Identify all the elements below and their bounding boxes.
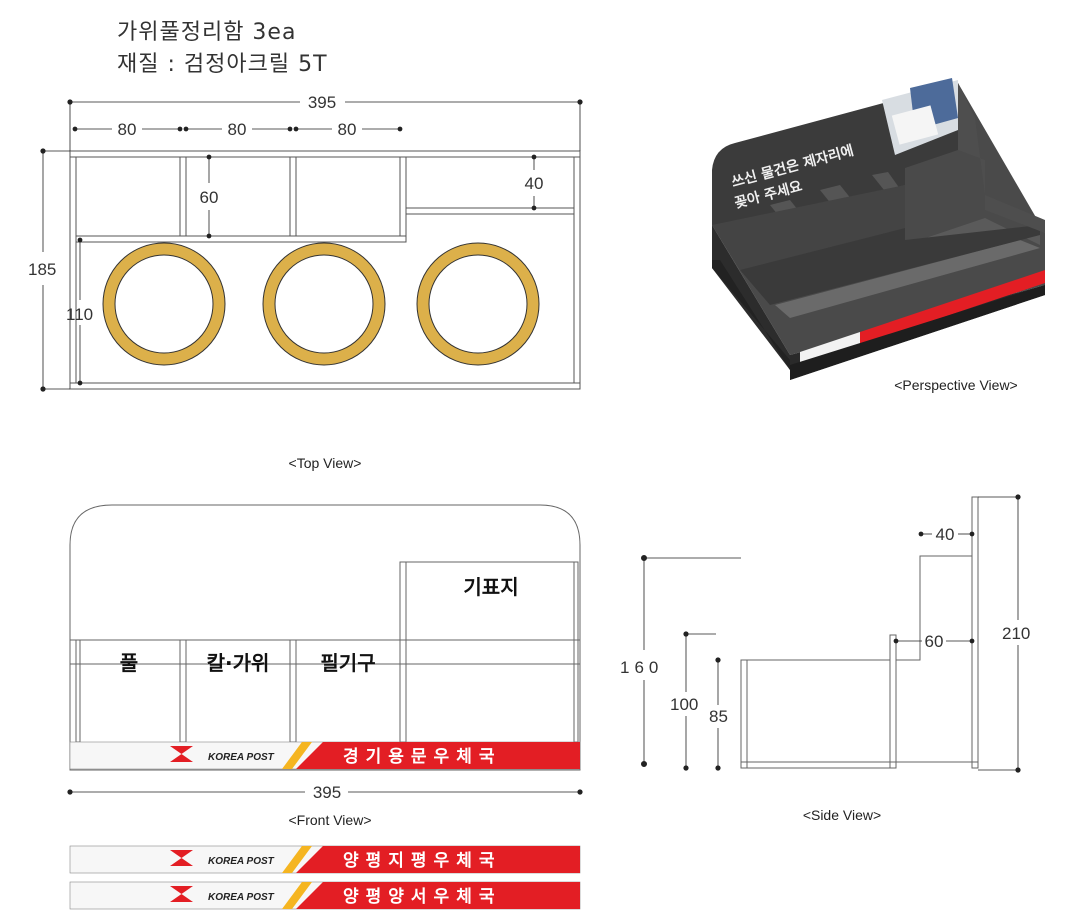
front-band-text: 경기용문우체국 (343, 747, 501, 767)
front-band: KOREA POST 경기용문우체국 (69, 741, 581, 770)
side-view-dimensions (641, 494, 1021, 773)
band-text-1: 양평지평우체국 (343, 851, 501, 871)
dim-top-compartment: 60 (200, 188, 219, 207)
front-view-outline (69, 504, 581, 771)
perspective-view: 쓰신 물건은 제자리에 꽂아 주세요 (712, 78, 1045, 380)
label-ballot: 기표지 (463, 575, 518, 599)
dim-side-100: 100 (670, 695, 698, 714)
dim-side-top: 40 (936, 525, 955, 544)
dim-side-mid: 60 (925, 632, 944, 651)
dim-top-circle: 110 (66, 305, 93, 324)
dim-front-width: 395 (313, 783, 341, 802)
dim-top-total: 395 (308, 93, 336, 112)
top-view-dimensions (40, 99, 583, 392)
dim-side-160: 160 (620, 658, 663, 677)
product-title: 가위풀정리함 3ea (117, 20, 297, 45)
dim-top-w1: 80 (118, 120, 137, 139)
dim-top-w2: 80 (228, 120, 247, 139)
logo-text: KOREA POST (208, 856, 275, 867)
front-view-dimension (67, 789, 583, 795)
dim-top-w3: 80 (338, 120, 357, 139)
korea-post-logo-icon (170, 850, 193, 866)
perspective-caption: <Perspective View> (894, 377, 1017, 393)
dim-top-depth: 185 (28, 260, 56, 279)
front-view (69, 504, 581, 771)
label-scissors: 칼·가위 (207, 651, 270, 675)
label-glue: 풀 (120, 651, 138, 675)
logo-text: KOREA POST (208, 752, 275, 763)
extra-band-2: KOREA POST 양평양서우체국 (69, 881, 581, 910)
dim-side-total-height: 210 (1002, 624, 1030, 643)
korea-post-logo-icon (170, 746, 193, 762)
front-band-red (296, 742, 580, 769)
logo-text: KOREA POST (208, 892, 275, 903)
band-text-2: 양평양서우체국 (343, 887, 501, 907)
front-view-caption: <Front View> (288, 812, 371, 828)
dim-side-85: 85 (709, 707, 728, 726)
side-view-caption: <Side View> (803, 807, 881, 823)
extra-band-1: KOREA POST 양평지평우체국 (69, 845, 581, 874)
material-spec: 재질 : 검정아크릴 5T (117, 52, 328, 77)
side-view (740, 496, 979, 769)
top-view (69, 150, 581, 390)
korea-post-logo-icon (170, 886, 193, 902)
top-view-caption: <Top View> (289, 455, 362, 471)
label-pens: 필기구 (320, 651, 375, 675)
dim-top-step: 40 (525, 174, 544, 193)
